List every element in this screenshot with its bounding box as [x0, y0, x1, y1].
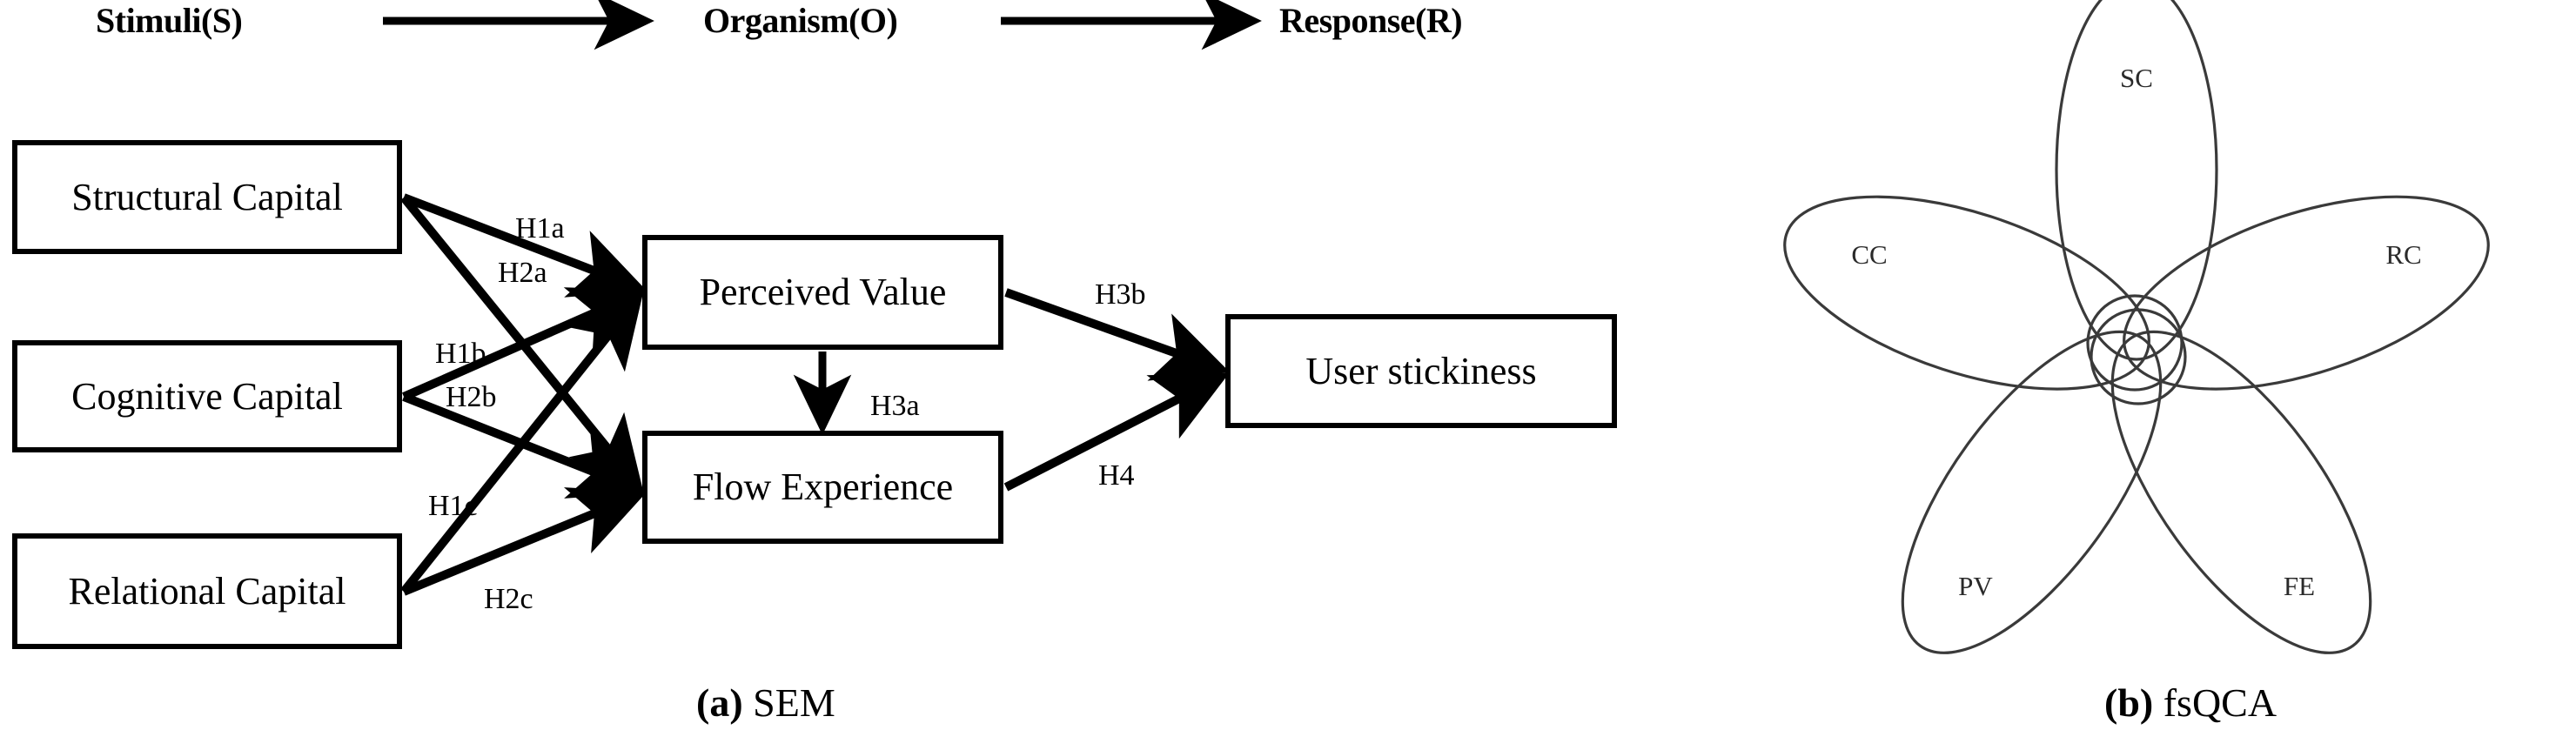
construct-box-perceived-value[interactable]: Perceived Value: [642, 235, 1003, 350]
hypothesis-label-h2c: H2c: [484, 583, 533, 615]
petal-pv[interactable]: [1855, 291, 2208, 693]
caption-a-prefix: (a): [696, 680, 743, 725]
petal-label-pv: PV: [1958, 571, 1993, 601]
hypothesis-label-h1c: H1c: [428, 490, 478, 522]
petal-rc[interactable]: [2101, 158, 2512, 428]
construct-label: Structural Capital: [71, 175, 343, 218]
construct-label: Cognitive Capital: [71, 374, 343, 418]
construct-box-cognitive-capital[interactable]: Cognitive Capital: [12, 340, 402, 452]
petal-label-fe: FE: [2284, 571, 2315, 601]
petal-sc[interactable]: [2055, 0, 2218, 361]
hypothesis-label-h1b: H1b: [435, 338, 486, 370]
hypothesis-label-h3b: H3b: [1095, 278, 1146, 311]
caption-b-text: fsQCA: [2153, 680, 2277, 725]
organism-label: Organism(O): [703, 1, 898, 40]
center-circle-inner: [2090, 308, 2187, 405]
construct-box-flow-experience[interactable]: Flow Experience: [642, 431, 1003, 544]
construct-box-user-stickiness[interactable]: User stickiness: [1225, 314, 1617, 428]
construct-box-structural-capital[interactable]: Structural Capital: [12, 140, 402, 254]
petal-label-cc: CC: [1851, 239, 1887, 270]
petal-label-rc: RC: [2385, 239, 2421, 270]
hypothesis-label-h4: H4: [1098, 459, 1135, 492]
petal-label-sc: SC: [2120, 63, 2153, 93]
subfigure-caption-b: (b) fsQCA: [2104, 683, 2277, 723]
construct-label: Perceived Value: [699, 271, 947, 313]
hypothesis-label-h1a: H1a: [515, 212, 565, 244]
hypothesis-label-h3a: H3a: [870, 390, 920, 422]
petal-fe[interactable]: [2065, 291, 2418, 693]
fsqca-flower-diagram: SC CC RC PV FE: [1761, 0, 2512, 693]
construct-label: User stickiness: [1305, 349, 1537, 392]
edge-h2b: [402, 392, 647, 499]
petal-cc[interactable]: [1761, 158, 2172, 428]
caption-a-text: SEM: [742, 680, 835, 725]
construct-label: Relational Capital: [68, 569, 346, 613]
response-label: Response(R): [1279, 1, 1463, 40]
stimuli-label: Stimuli(S): [96, 1, 243, 40]
subfigure-caption-a: (a) SEM: [696, 683, 835, 723]
fsqca-panel: SC CC RC PV FE: [1697, 0, 2576, 750]
hypothesis-label-h2a: H2a: [498, 257, 547, 289]
sem-panel: Stimuli(S) Organism(O) Response(R): [12, 0, 1617, 649]
center-circle-outer: [2086, 294, 2184, 392]
hypothesis-label-h2b: H2b: [446, 381, 497, 413]
caption-b-prefix: (b): [2104, 680, 2154, 725]
construct-label: Flow Experience: [692, 465, 954, 508]
construct-box-relational-capital[interactable]: Relational Capital: [12, 533, 402, 649]
